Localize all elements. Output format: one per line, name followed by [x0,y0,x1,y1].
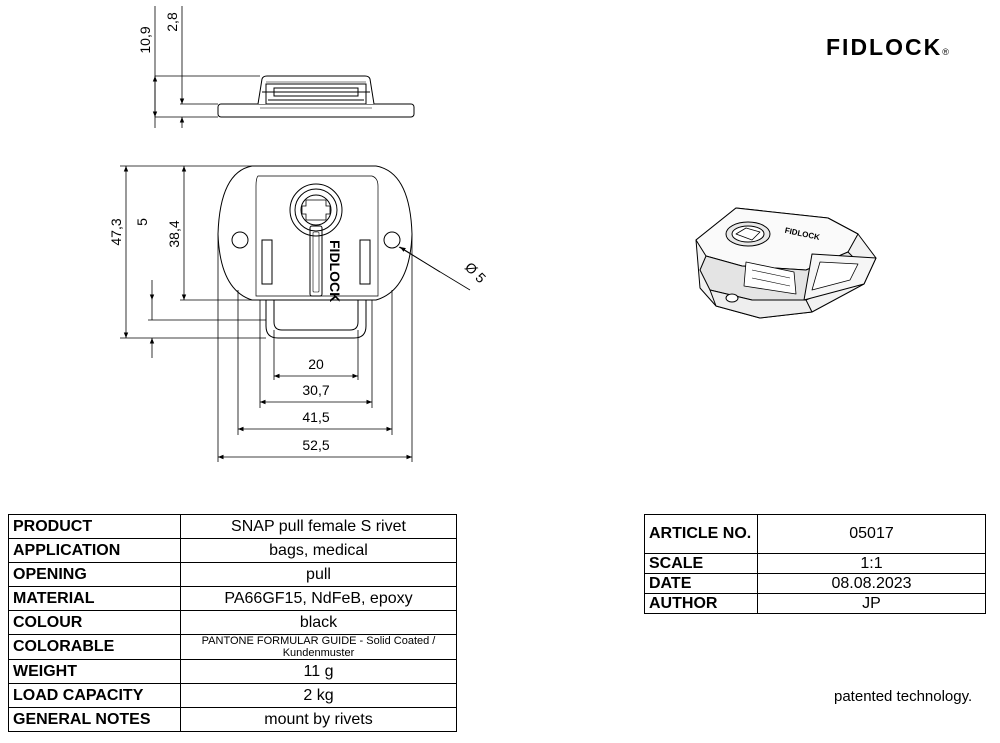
info-label: SCALE [644,553,758,574]
info-value: 1:1 [757,553,986,574]
spec-label: MATERIAL [8,586,181,611]
table-row: ARTICLE NO.05017 [644,514,986,554]
spec-label: COLORABLE [8,634,181,660]
fidlock-logo: FIDLOCK® [826,34,951,61]
spec-label: GENERAL NOTES [8,707,181,732]
info-value: 05017 [757,514,986,554]
patent-note: patented technology. [834,688,973,705]
spec-label: APPLICATION [8,538,181,563]
spec-label: COLOUR [8,610,181,635]
info-label: ARTICLE NO. [644,514,758,554]
top-view-dimensions [120,165,471,462]
dim-offset: 5 [134,218,150,226]
spec-value: mount by rivets [180,707,457,732]
isometric-view: FIDLOCK [695,207,877,319]
dim-length-body: 38,4 [166,220,182,247]
dim-part-height: 2,8 [164,12,180,32]
side-view-dimensions [152,6,260,128]
logo-text: FIDLOCK [826,34,943,60]
engraving-text: FIDLOCK [327,240,343,302]
spec-label: PRODUCT [8,514,181,539]
dim-width-20: 20 [308,356,324,372]
spec-label: OPENING [8,562,181,587]
dim-total-height: 10,9 [137,26,153,53]
info-value: JP [757,593,986,614]
spec-value: PA66GF15, NdFeB, epoxy [180,586,457,611]
spec-label: WEIGHT [8,659,181,684]
dim-length-total: 47,3 [108,218,124,245]
spec-value: black [180,610,457,635]
spec-value: 2 kg [180,683,457,708]
spec-value: bags, medical [180,538,457,563]
spec-label: LOAD CAPACITY [8,683,181,708]
info-label: AUTHOR [644,593,758,614]
dim-width-52-5: 52,5 [302,437,329,453]
dim-width-41-5: 41,5 [302,409,329,425]
dim-width-30-7: 30,7 [302,382,329,398]
spec-value: SNAP pull female S rivet [180,514,457,539]
info-label: DATE [644,573,758,594]
logo-trademark: ® [942,47,951,57]
spec-value: PANTONE FORMULAR GUIDE - Solid Coated / … [180,634,457,660]
info-value: 08.08.2023 [757,573,986,594]
top-view [217,165,413,339]
dim-hole-diameter: Ø 5 [462,259,489,286]
spec-value: 11 g [180,659,457,684]
side-view [217,75,415,118]
spec-value: pull [180,562,457,587]
